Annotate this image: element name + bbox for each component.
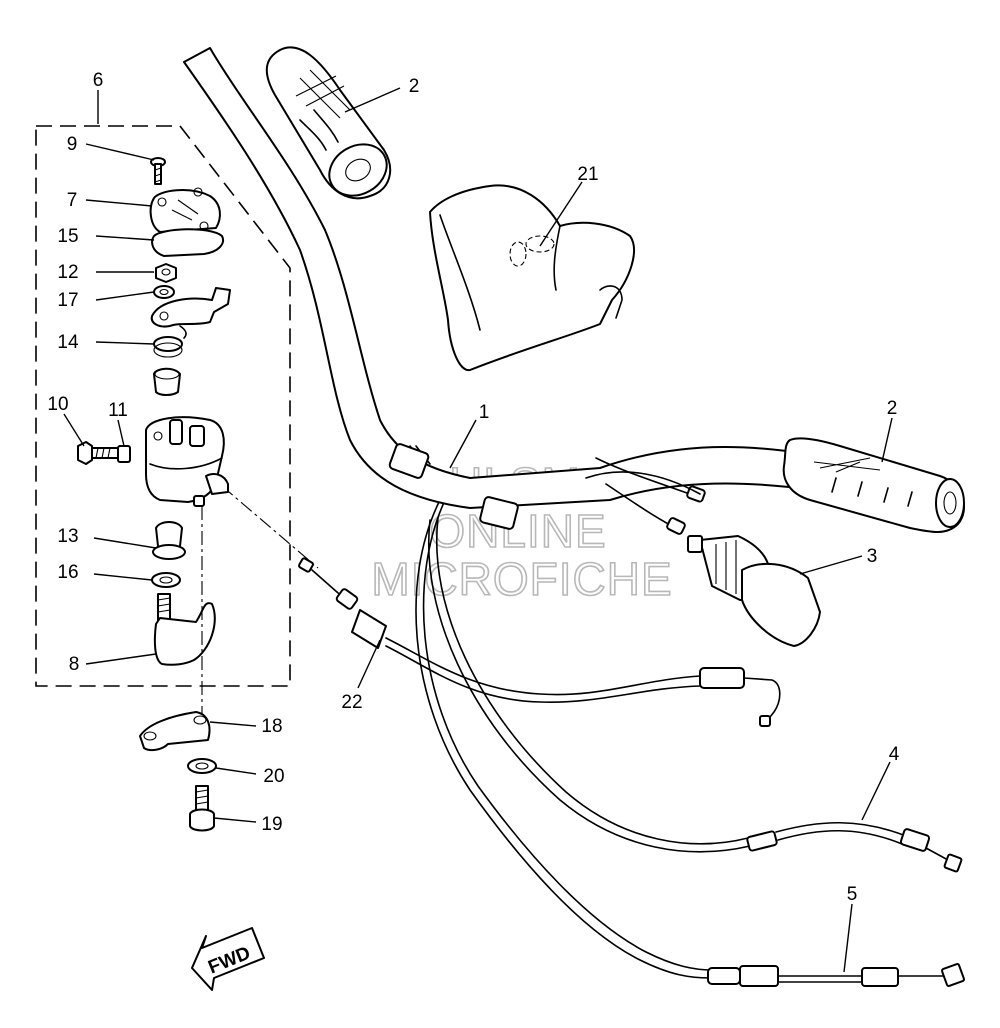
throttle-boot [687,535,821,647]
leader-5 [843,903,853,973]
callout-1: 1 [479,402,490,423]
leader-11 [117,419,125,447]
leader-13 [93,537,157,549]
watermark-line-2: ONLINE [429,505,606,557]
switch-cover [149,187,221,233]
callout-4: 4 [889,744,900,765]
callout-15: 15 [57,226,78,247]
callout-17: 17 [57,290,78,311]
leader-2b [881,417,893,463]
leader-4 [861,761,891,821]
grip-right [782,437,965,533]
leader-15 [95,235,155,241]
leader-19 [213,817,257,823]
screw-9 [150,157,166,185]
cable-4 [746,821,963,873]
callout-13: 13 [57,526,78,547]
callout-11: 11 [108,400,128,421]
leader-8 [85,653,157,665]
bolt-10 [77,441,119,465]
lever-8 [153,593,216,666]
washer-16 [151,572,181,588]
callout-2b: 2 [887,398,898,419]
nut-11 [117,445,131,463]
spring-14 [153,336,183,358]
collar [153,367,181,396]
leader-20 [215,767,257,775]
callout-21: 21 [577,164,598,185]
washer-20 [187,758,217,774]
callout-9: 9 [67,134,78,155]
callout-14: 14 [57,332,79,353]
bolt-19 [189,785,215,832]
forward-direction-arrow: FWD [191,927,265,991]
switch-assembly-box [35,125,291,687]
throttle-cable-short [585,457,706,535]
bushing-13 [152,521,186,560]
callout-7: 7 [67,190,78,211]
callout-10: 10 [47,394,68,415]
callout-19: 19 [261,814,282,835]
washer-17 [153,285,175,299]
leader-7 [85,199,153,207]
leader-1 [449,419,477,469]
leader-3 [799,555,863,575]
leader-14 [95,341,155,345]
leader-16 [93,573,153,581]
lever-plate [150,287,231,339]
cable-5 [707,963,965,987]
callout-8: 8 [69,654,80,675]
leader-17 [95,291,155,301]
cable-4-routing [428,517,751,853]
leader-21 [539,181,583,247]
cable-5-routing [415,497,713,979]
handlebar-collar-left [388,443,430,479]
handlebar-collar-right [479,496,519,530]
callout-22: 22 [341,692,362,713]
clamp-18 [139,711,211,752]
callout-12: 12 [57,262,78,283]
cable-22 [221,485,781,727]
nut-12 [155,263,177,283]
leader-9 [85,143,155,161]
callout-20: 20 [263,766,284,787]
leader-2a [344,87,401,113]
callout-6: 6 [93,70,104,91]
handlebar-pad [429,184,635,372]
leader-22 [357,639,381,689]
leader-18 [209,721,257,727]
callouts: 1 2 2 3 4 5 6 7 8 9 10 11 12 [47,70,900,973]
callout-16: 16 [57,562,78,583]
grip-left [265,46,392,200]
callout-2a: 2 [409,76,420,97]
callout-5: 5 [847,884,858,905]
gasket-15 [151,228,224,257]
callout-18: 18 [261,716,282,737]
leader-10 [63,413,85,447]
switch-housing [145,416,229,507]
callout-3: 3 [867,546,878,567]
